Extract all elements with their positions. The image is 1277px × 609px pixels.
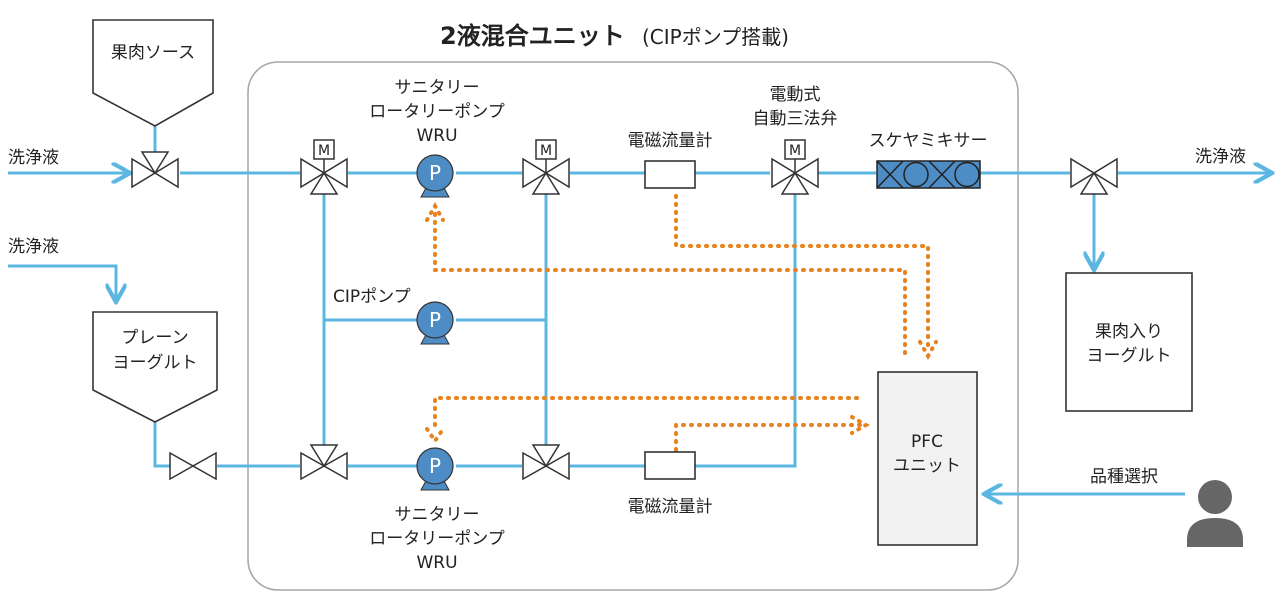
motor-valve-three-way: M (771, 139, 819, 195)
wash-liquid-label-mid: 洗浄液 (8, 237, 59, 257)
fruit-source-label: 果肉ソース (111, 43, 195, 63)
product-label-2: ヨーグルト (1087, 346, 1172, 366)
pfc-unit-label-1: PFC (911, 432, 943, 452)
rotary-pump-top: P (416, 154, 454, 198)
top-pump-label-3: WRU (416, 126, 457, 146)
diagram-subtitle: (CIPポンプ搭載) (642, 25, 789, 49)
motor-valve-top-left: M (300, 139, 348, 195)
pfc-unit-label-2: ユニット (893, 456, 961, 476)
product-label-1: 果肉入り (1095, 322, 1163, 342)
top-pump-label-2: ロータリーポンプ (369, 102, 505, 122)
flow-meter-bottom-label: 電磁流量計 (628, 497, 713, 517)
flow-lines (8, 126, 1268, 494)
operator-person-icon (1187, 480, 1243, 547)
bottom-valve-left (300, 444, 348, 481)
pump-symbol: P (429, 308, 441, 332)
bottom-pump-label-3: WRU (416, 553, 457, 573)
bottom-valve-mid (522, 444, 570, 481)
outlet-valve (1070, 157, 1118, 195)
cip-pump: P (416, 301, 454, 345)
wash-liquid-label-top: 洗浄液 (8, 148, 59, 168)
plain-yogurt-tank: プレーン ヨーグルト (92, 311, 218, 423)
static-mixer-label: スケヤミキサー (869, 131, 988, 151)
flow-meter-top (644, 160, 696, 189)
flow-meter-bottom (644, 451, 696, 480)
control-signal-lines (425, 194, 938, 452)
motor-valve-top-mid: M (522, 139, 570, 195)
three-way-valve-label-2: 自動三法弁 (753, 109, 838, 129)
motor-symbol: M (789, 143, 801, 159)
flow-meter-top-label: 電磁流量計 (628, 131, 713, 151)
wash-liquid-label-right: 洗浄液 (1195, 147, 1246, 167)
bottom-pump-label-2: ロータリーポンプ (369, 529, 505, 549)
top-pump-label-1: サニタリー (395, 78, 480, 98)
plain-yogurt-label-2: ヨーグルト (113, 353, 198, 373)
diagram-title: 2液混合ユニット (440, 22, 625, 50)
pfc-unit (877, 371, 978, 546)
static-mixer (876, 160, 981, 189)
pump-symbol: P (429, 454, 441, 478)
product-tank (1065, 272, 1193, 412)
yogurt-inlet-valve (169, 451, 217, 481)
fruit-inlet-valve (131, 151, 179, 189)
rotary-pump-bottom: P (416, 447, 454, 491)
cip-pump-label: CIPポンプ (333, 287, 411, 307)
bottom-pump-label-1: サニタリー (395, 505, 480, 525)
three-way-valve-label-1: 電動式 (770, 85, 821, 105)
product-selection-label: 品種選択 (1090, 467, 1158, 487)
motor-symbol: M (540, 143, 552, 159)
pump-symbol: P (429, 161, 441, 185)
plain-yogurt-label-1: プレーン (121, 328, 188, 348)
fruit-source-tank: 果肉ソース (92, 19, 214, 127)
motor-symbol: M (318, 143, 330, 159)
